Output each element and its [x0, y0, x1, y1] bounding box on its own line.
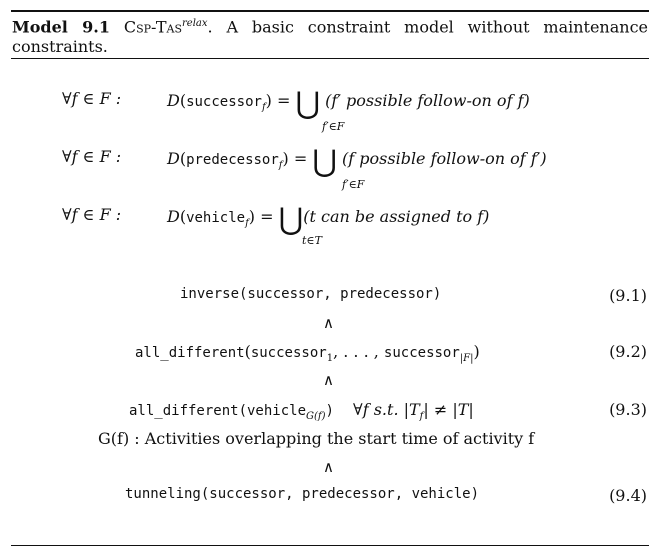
- caption-text: . A basic constraint model without maint…: [12, 17, 648, 57]
- ellipsis: , . . . ,: [333, 342, 384, 361]
- var-subscript: f: [261, 102, 266, 114]
- quantifier: ∀f ∈ F :: [62, 147, 122, 166]
- var-predecessor: predecessor: [186, 152, 279, 168]
- top-rule: [11, 10, 649, 12]
- conjunction-symbol: ∧: [323, 314, 334, 332]
- caption-rule: [11, 58, 649, 59]
- g-definition: G(f) : Activities overlapping the start …: [98, 429, 535, 448]
- arg-subscript: |F|: [459, 353, 474, 365]
- var-successor: successor: [186, 94, 262, 110]
- domain-expression: D(predecessorf) = ⋃ (f possible follow-o…: [167, 144, 547, 179]
- equation-number: (9.4): [609, 486, 647, 505]
- var-subscript: f: [245, 218, 249, 230]
- domain-expression: D(vehiclef) = ⋃(t can be assigned to f): [167, 202, 490, 237]
- domain-description: (f′ possible follow-on of f): [325, 91, 530, 110]
- close-paren: ): [325, 403, 334, 419]
- arg-subscript: 1: [326, 353, 334, 365]
- constraint-name: all_different(vehicle: [129, 403, 307, 419]
- equation-number: (9.1): [609, 286, 647, 305]
- quantifier: ∀f ∈ F :: [62, 205, 122, 224]
- constraint-arg: successor: [250, 345, 327, 361]
- constraint-tunneling: tunneling(successor, predecessor, vehicl…: [125, 486, 480, 502]
- union-symbol: ⋃: [312, 144, 337, 179]
- equation-number: (9.2): [609, 342, 647, 361]
- domain-description: (f possible follow-on of f′): [342, 149, 547, 168]
- bottom-rule: [11, 545, 649, 546]
- arg-subscript: G(f): [306, 411, 326, 423]
- caption-label: Model 9.1: [12, 17, 110, 37]
- constraint-alldiff-vehicle: all_different(vehicleG(f)) ∀f s.t. |Tf| …: [129, 400, 474, 422]
- union-symbol: ⋃: [295, 86, 321, 121]
- union-index: t∈T: [302, 234, 322, 247]
- condition: ∀f s.t. |Tf| ≠ |T|: [353, 400, 474, 423]
- constraint-alldiff-successor: all_different(successor1, . . . , succes…: [135, 342, 480, 365]
- constraint-inverse: inverse(successor, predecessor): [180, 286, 442, 302]
- conjunction-symbol: ∧: [323, 371, 334, 389]
- model-caption: Model 9.1 Csp-Tasrelax. A basic constrai…: [12, 14, 648, 57]
- model-name-superscript: relax: [182, 18, 208, 29]
- union-index: f′∈F: [322, 120, 345, 133]
- var-vehicle: vehicle: [186, 210, 246, 226]
- domain-description: (t can be assigned to f): [303, 207, 490, 226]
- constraint-name: all_different: [135, 345, 245, 361]
- quantifier: ∀f ∈ F :: [62, 89, 122, 108]
- var-subscript: f: [278, 160, 283, 172]
- conjunction-symbol: ∧: [323, 458, 334, 476]
- union-symbol: ⋃: [278, 202, 304, 237]
- model-name: Csp-Tas: [123, 17, 183, 37]
- equation-number: (9.3): [609, 400, 647, 419]
- domain-expression: D(successorf) = ⋃ (f′ possible follow-on…: [167, 86, 530, 121]
- union-index: f′∈F: [342, 178, 365, 191]
